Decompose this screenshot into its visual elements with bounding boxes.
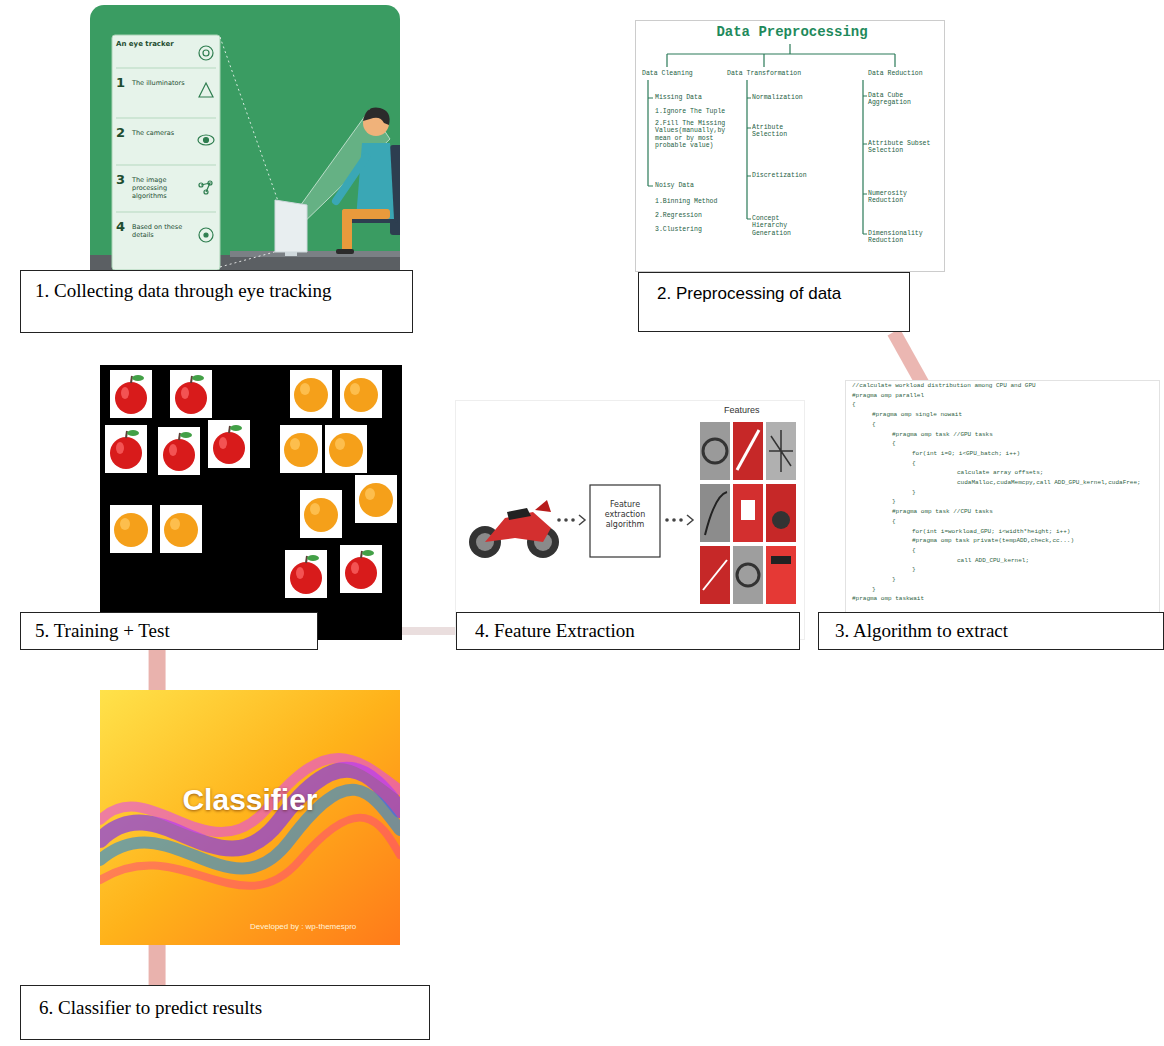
step-number: 1 [116, 76, 125, 89]
code-line: cudaMalloc,cudaMemcpy,call ADD_GPU_kerne… [957, 479, 1141, 486]
code-line: } [912, 489, 916, 496]
figure-text: Noisy Data [655, 182, 733, 189]
fruit-dataset-illustration [100, 365, 402, 640]
code-line: calculate array offsets; [957, 469, 1043, 476]
code-line: #pragma omp parallel [852, 392, 924, 399]
figure-text: Normalization [752, 94, 814, 101]
figure-text: 1.Binning Method [655, 198, 733, 205]
caption-text: 3. Algorithm to extract [835, 619, 1147, 643]
code-line: #pragma omp task //GPU tasks [892, 431, 993, 438]
code-line: } [892, 576, 896, 583]
code-line: } [912, 566, 916, 573]
figure-text: Based on these details [132, 224, 192, 240]
figure-text: 2.Regression [655, 212, 733, 219]
code-line: for(int i=0; i<GPU_batch; i++) [912, 450, 1020, 457]
code-line: { [892, 440, 896, 447]
caption-text: 4. Feature Extraction [475, 619, 781, 643]
figure-text: Dimensionality Reduction [868, 230, 940, 245]
figure-text: Missing Data [655, 94, 733, 101]
code-line: //calculate workload distribution among … [852, 382, 1036, 389]
eye-tracking-illustration [90, 5, 400, 300]
caption-box: 2. Preprocessing of data [638, 272, 910, 332]
code-line: #pragma omp single nowait [872, 411, 962, 418]
caption-box: 6. Classifier to predict results [20, 985, 430, 1040]
figure-text: Data Transformation [727, 70, 801, 78]
caption-box: 3. Algorithm to extract [818, 612, 1164, 650]
figure-text: Discretization [752, 172, 814, 179]
figure-text: Attribute Subset Selection [868, 140, 940, 155]
figure-text: Developed by : wp-themespro [250, 922, 356, 931]
figure-text: 3.Clustering [655, 226, 733, 233]
code-line: { [912, 547, 916, 554]
caption-box: 1. Collecting data through eye tracking [20, 270, 413, 333]
code-line: call ADD_CPU_kernel; [957, 557, 1029, 564]
code-line: { [892, 518, 896, 525]
code-line: #pragma omp task //CPU tasks [892, 508, 993, 515]
step-number: 4 [116, 220, 125, 233]
caption-text: 5. Training + Test [35, 619, 303, 643]
figure-text: Feature extraction algorithm [593, 500, 657, 530]
figure-text: Features [724, 405, 760, 415]
code-line: #pragma omp taskwait [852, 595, 924, 602]
figure-text: 1.Ignore The Tuple [655, 108, 733, 115]
figure-text: Data Preprocessing [712, 24, 872, 41]
figure-text: Concept Hierarchy Generation [752, 215, 814, 237]
figure-text: Data Cleaning [642, 70, 693, 78]
figure-text: The cameras [132, 130, 192, 138]
caption-text: 2. Preprocessing of data [657, 283, 891, 304]
step-number: 2 [116, 126, 125, 139]
eye-tracking-picture [90, 5, 400, 300]
classifier-banner [100, 690, 400, 945]
code-line: } [892, 498, 896, 505]
code-line: } [872, 586, 876, 593]
caption-box: 5. Training + Test [20, 612, 318, 650]
caption-text: 6. Classifier to predict results [39, 996, 411, 1020]
classifier-illustration [100, 690, 400, 945]
figure-text: Data Reduction [868, 70, 923, 78]
caption-text: 1. Collecting data through eye tracking [35, 279, 398, 303]
figure-text: Numerosity Reduction [868, 190, 940, 205]
step-number: 3 [116, 173, 125, 186]
code-line: #pragma omp task private(tempADD,check,c… [912, 537, 1074, 544]
caption-box: 4. Feature Extraction [456, 612, 800, 650]
code-line: { [912, 460, 916, 467]
figure-text: Classifier [100, 783, 400, 817]
figure-text: 2.Fill The Missing Values(manually,by me… [655, 120, 733, 150]
code-line: { [872, 421, 876, 428]
figure-text: The image processing algorithms [132, 177, 192, 200]
figure-text: Data Cube Aggregation [868, 92, 940, 107]
figure-text: An eye tracker [116, 40, 196, 48]
figure-text: Atribute Selection [752, 124, 814, 139]
figure-text: The illuminators [132, 80, 192, 88]
code-line: for(int i=workload_GPU; i<width*height; … [912, 528, 1070, 535]
fruit-dataset-picture [100, 365, 402, 640]
code-line: { [852, 401, 856, 408]
